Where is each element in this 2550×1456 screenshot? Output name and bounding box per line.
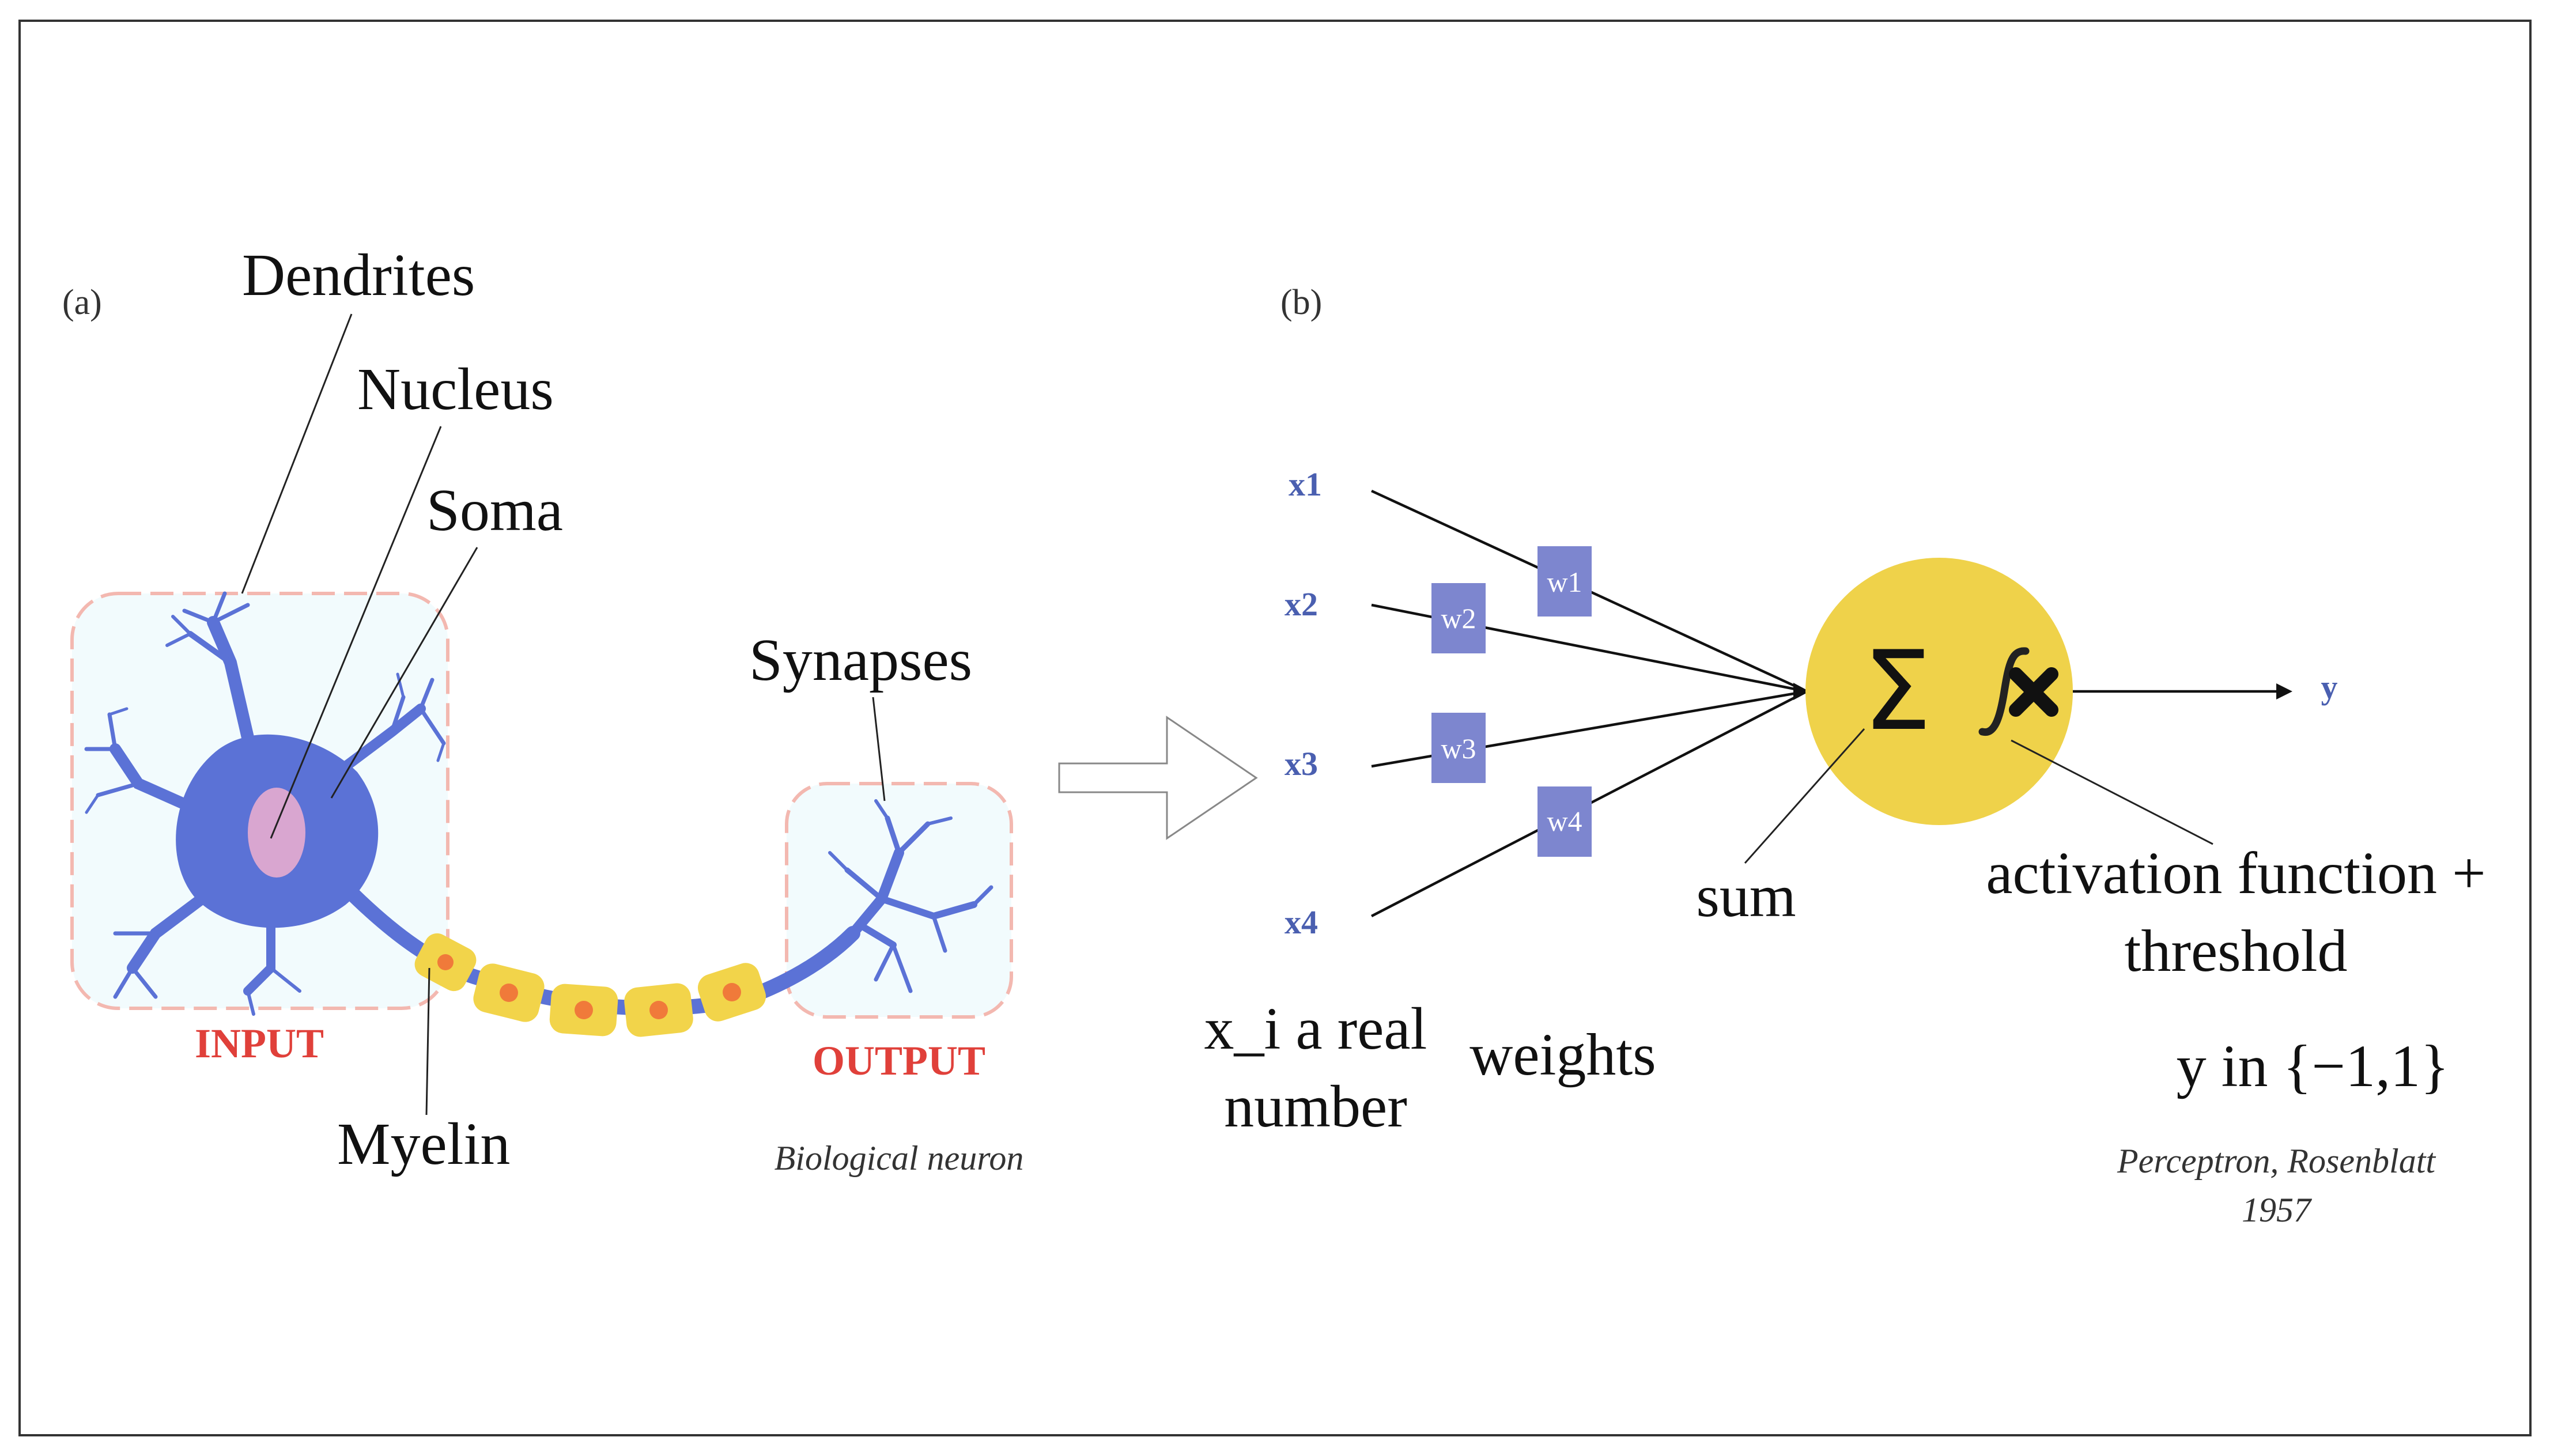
weight-box-w2 <box>1431 583 1486 653</box>
weight-w1: w1 <box>1547 566 1582 598</box>
input-x2: x2 <box>1285 585 1318 623</box>
label-dendrites: Dendrites <box>242 242 475 308</box>
sum-desc: sum <box>1696 863 1796 929</box>
neuron-illustration <box>84 591 993 1037</box>
label-output: OUTPUT <box>813 1038 985 1084</box>
weights-desc: weights <box>1469 1022 1656 1088</box>
weight-box-w3 <box>1431 713 1486 783</box>
caption-perceptron-line1: Perceptron, Rosenblatt <box>2117 1142 2436 1180</box>
sum-symbol: Σ <box>1863 627 1932 755</box>
panel-a-label: (a) <box>62 283 102 322</box>
nucleus-shape <box>248 788 305 878</box>
label-soma: Soma <box>426 477 563 543</box>
panel-b-label: (b) <box>1280 283 1322 322</box>
myelin-sheath <box>414 933 766 1037</box>
leader-synapses <box>872 697 886 801</box>
label-input: INPUT <box>195 1020 324 1067</box>
leader-nucleus <box>270 426 442 839</box>
input-x3: x3 <box>1285 745 1318 782</box>
activation-function-icon <box>1978 647 2058 736</box>
y-range: y in {−1,1} <box>2177 1033 2449 1099</box>
label-synapses: Synapses <box>749 627 972 693</box>
label-nucleus: Nucleus <box>357 356 554 422</box>
output-arrowhead <box>2276 683 2292 699</box>
leader-soma <box>330 547 478 799</box>
caption-biological-neuron: Biological neuron <box>775 1139 1024 1177</box>
label-myelin: Myelin <box>337 1111 510 1177</box>
weight-w2: w2 <box>1441 602 1476 634</box>
leader-sum <box>1744 728 1865 864</box>
input-arrowhead <box>1793 683 1809 700</box>
perceptron-node <box>1805 558 2073 825</box>
output-region <box>785 782 1013 1019</box>
output-y: y <box>2321 668 2338 706</box>
input-x1: x1 <box>1289 466 1322 503</box>
inputs-desc-line2: number <box>1224 1073 1407 1140</box>
leader-myelin <box>425 967 430 1115</box>
activation-desc-line2: threshold <box>2124 918 2347 984</box>
activation-desc-line1: activation function + <box>1986 840 2485 906</box>
figure-frame <box>18 20 2532 1436</box>
caption-perceptron-line2: 1957 <box>2242 1191 2313 1229</box>
transition-arrow <box>1058 716 1258 840</box>
weight-w3: w3 <box>1441 732 1476 765</box>
weight-box-w4 <box>1537 786 1592 857</box>
input-x4: x4 <box>1285 903 1318 941</box>
weight-box-w1 <box>1537 546 1592 617</box>
weight-w4: w4 <box>1547 805 1582 837</box>
inputs-desc-line1: x_i a real <box>1204 996 1427 1062</box>
leader-dendrites <box>241 313 353 594</box>
leader-activation <box>2011 739 2213 845</box>
